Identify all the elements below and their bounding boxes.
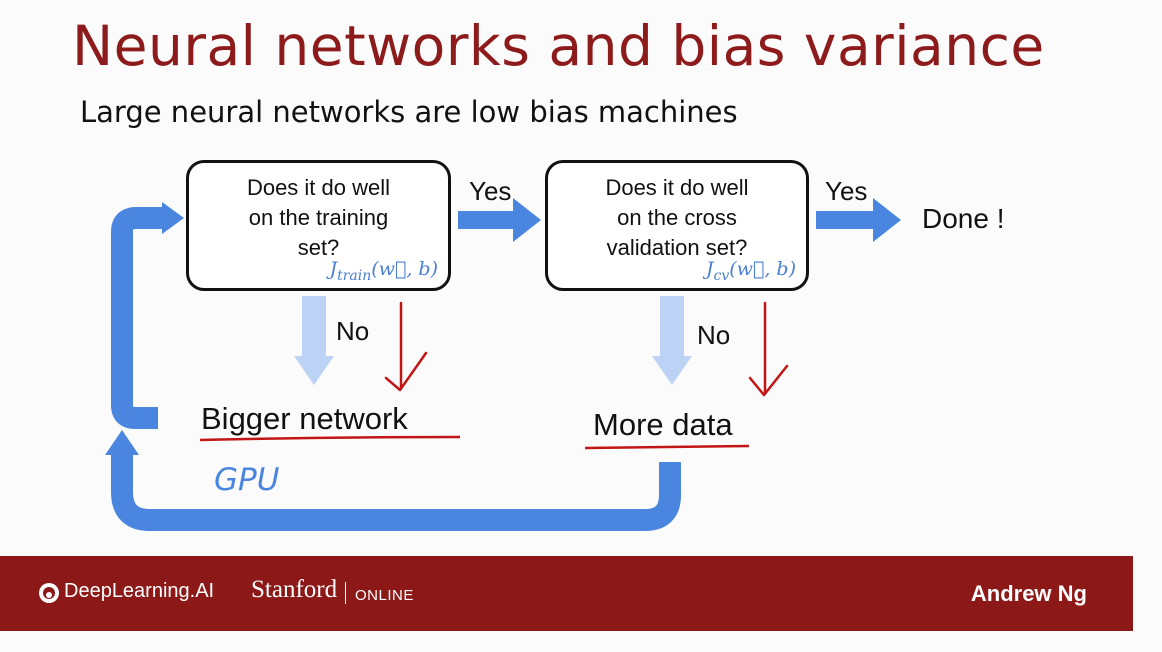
stanford-divider	[345, 582, 346, 604]
slide-title: Neural networks and bias variance	[72, 14, 1045, 78]
no-label-1: No	[336, 316, 370, 346]
online-label: ONLINE	[355, 587, 414, 604]
author-name: Andrew Ng	[970, 581, 1087, 606]
loop-arrow-head	[105, 430, 139, 455]
footer-bar: DeepLearning.AI Stanford ONLINE Andrew N…	[0, 556, 1133, 631]
yes-arrow-2-head	[873, 198, 901, 242]
no-arrow-2-head	[652, 356, 692, 385]
underline-more-data	[584, 444, 750, 450]
cv-set-question: Does it do well on the cross validation …	[605, 175, 749, 260]
more-data-label: More data	[593, 407, 733, 442]
yes-arrow-2-shaft	[816, 211, 876, 229]
deeplearning-ai-brand: DeepLearning.AI	[64, 580, 215, 602]
underline-bigger-network	[199, 435, 461, 442]
training-cost-formula: Jtrain(w⃗, b)	[329, 258, 438, 284]
feedback-arrow-path	[111, 207, 165, 429]
cv-set-check-box: Does it do well on the cross validation …	[545, 160, 809, 291]
no-arrow-1-head	[294, 356, 334, 385]
no-arrow-1-shaft	[302, 296, 326, 358]
cv-cost-formula: Jcv(w⃗, b)	[705, 258, 796, 284]
no-label-2: No	[697, 320, 731, 350]
stanford-logo-text: Stanford	[251, 576, 338, 603]
red-arrow-1	[384, 301, 428, 392]
yes-label-2: Yes	[825, 176, 868, 206]
gpu-annotation: GPU	[214, 462, 280, 498]
yes-label-1: Yes	[469, 176, 512, 206]
slide-subtitle: Large neural networks are low bias machi…	[80, 95, 738, 129]
yes-arrow-1-shaft	[458, 211, 516, 229]
red-arrow-2	[748, 301, 789, 397]
yes-arrow-1-head	[513, 198, 541, 242]
training-set-check-box: Does it do well on the training set? Jtr…	[186, 160, 451, 291]
loop-arrow-path	[111, 452, 681, 531]
feedback-arrow-head	[162, 202, 184, 234]
training-set-question: Does it do well on the training set?	[246, 175, 391, 260]
deeplearning-ai-logo-icon	[39, 583, 59, 603]
no-arrow-2-shaft	[660, 296, 684, 358]
bigger-network-label: Bigger network	[201, 401, 408, 436]
done-label: Done !	[922, 203, 1005, 234]
